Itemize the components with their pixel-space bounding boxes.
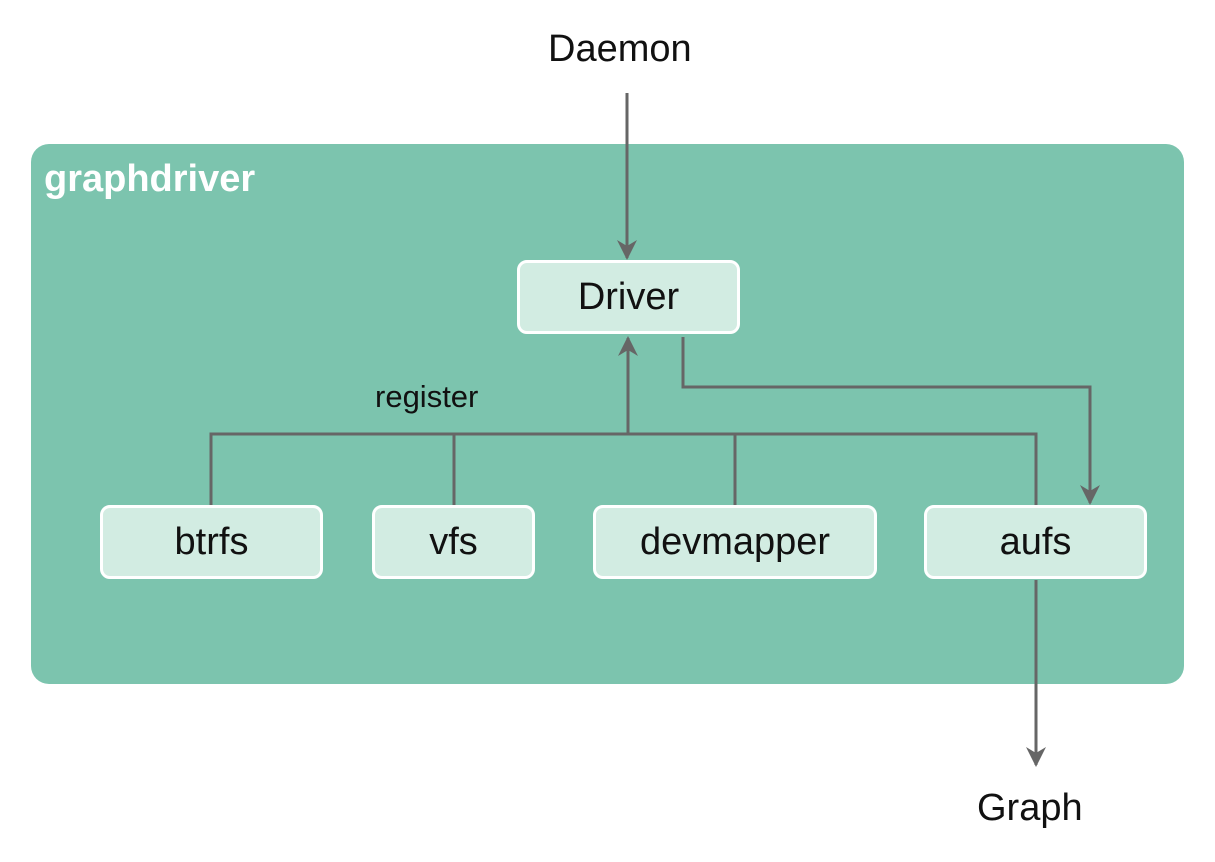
btrfs-node: btrfs — [100, 505, 323, 579]
driver-to-aufs-arrow — [681, 337, 1100, 505]
devmapper-node: devmapper — [593, 505, 877, 579]
register-label: register — [375, 379, 479, 414]
graphdriver-title: graphdriver — [44, 158, 256, 200]
vfs-node: vfs — [372, 505, 535, 579]
graphdriver-container — [31, 144, 1184, 684]
register-bus-line — [209, 432, 1038, 505]
daemon-label: Daemon — [548, 28, 692, 70]
driver-node: Driver — [517, 260, 740, 334]
aufs-node: aufs — [924, 505, 1147, 579]
graph-label: Graph — [977, 787, 1083, 829]
